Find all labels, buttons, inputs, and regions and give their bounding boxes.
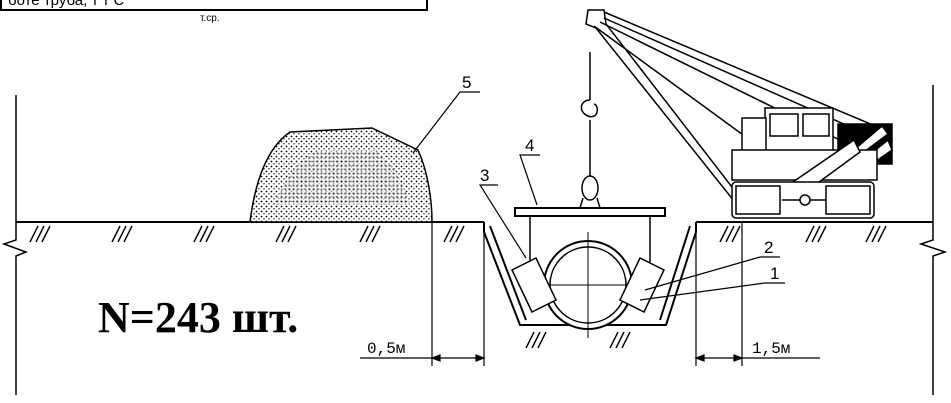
dimension-left xyxy=(360,222,486,366)
left-boundary-line xyxy=(1,95,29,395)
callout-2: 2 xyxy=(764,238,773,257)
traverse-beam xyxy=(514,207,666,262)
dimension-right xyxy=(694,222,820,366)
callout-leaders xyxy=(412,91,785,301)
right-boundary-line xyxy=(918,85,948,395)
header-text: боте труба, т т С xyxy=(8,0,125,9)
pipelayer-crane xyxy=(585,9,893,219)
spoil-heap xyxy=(249,127,433,223)
dimension-left-label: 0,5м xyxy=(367,340,405,358)
pipe xyxy=(535,232,641,338)
callout-1: 1 xyxy=(770,264,779,283)
callout-4: 4 xyxy=(525,136,534,155)
count-label: N=243 шт. xyxy=(98,293,298,342)
callout-3: 3 xyxy=(480,166,489,185)
ground-hatching xyxy=(29,225,887,349)
dimension-right-label: 1,5м xyxy=(752,340,790,358)
callout-5: 5 xyxy=(462,73,471,92)
crane-hook xyxy=(579,52,601,209)
header-subscript: т.ср. xyxy=(200,13,220,24)
pipe-supports xyxy=(511,256,665,314)
header-box: боте труба, т т С т.ср. xyxy=(0,0,428,24)
